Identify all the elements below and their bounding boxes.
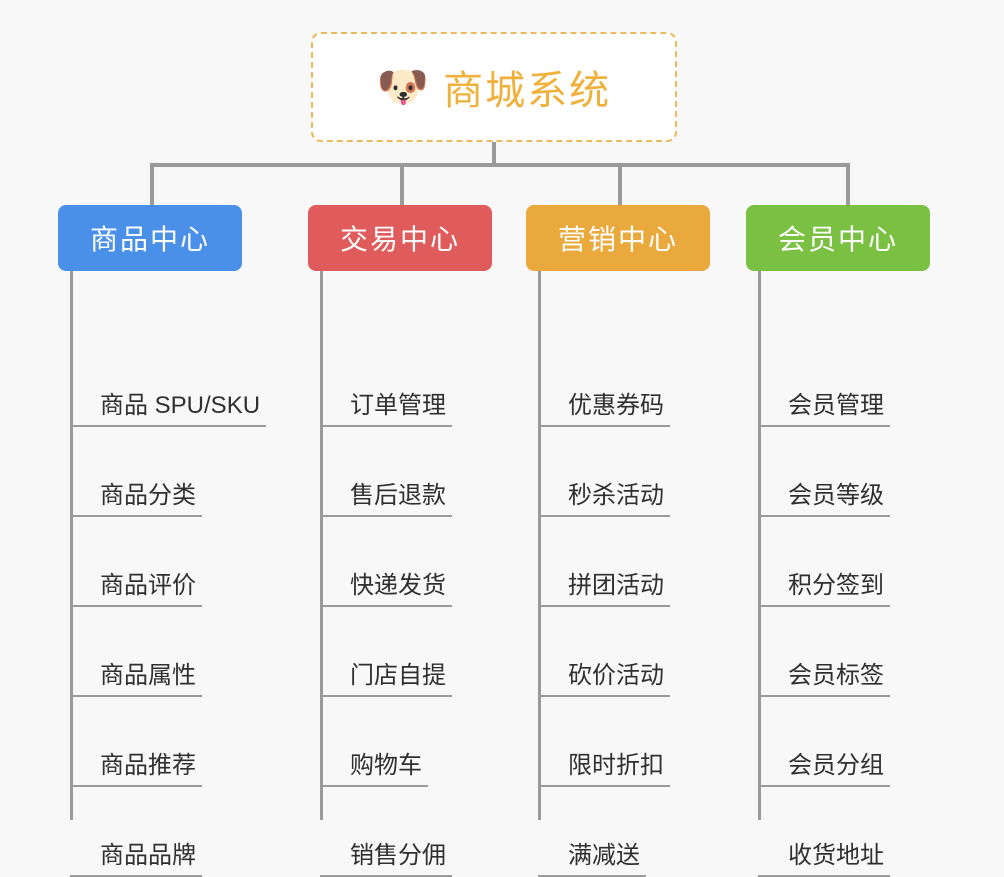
leaf-label: 购物车 [320,752,428,787]
leaf-item[interactable]: 会员管理 [758,337,890,427]
leaf-label: 会员等级 [758,482,890,517]
branch-column-trade: 交易中心 订单管理 售后退款 快递发货 门店自提 购物车 销售分佣 [308,205,492,877]
shiba-dog-icon: 🐶 [376,63,430,110]
connector-drop-3 [618,163,622,205]
leaf-label: 收货地址 [758,842,890,877]
leaf-label: 拼团活动 [538,572,670,607]
leaf-label: 商品评价 [70,572,202,607]
leaf-item[interactable]: 销售分佣 [320,787,452,877]
leaf-item[interactable]: 秒杀活动 [538,427,670,517]
branch-header-trade[interactable]: 交易中心 [308,205,492,271]
branch-spine-marketing [538,271,541,820]
leaf-label: 会员标签 [758,662,890,697]
leaf-label: 积分签到 [758,572,890,607]
leaf-label: 会员分组 [758,752,890,787]
leaf-item[interactable]: 砍价活动 [538,607,670,697]
branch-header-marketing[interactable]: 营销中心 [526,205,710,271]
leaf-item[interactable]: 积分签到 [758,517,890,607]
connector-drop-4 [846,163,850,205]
leaf-item[interactable]: 优惠券码 [538,337,670,427]
leaf-item[interactable]: 快递发货 [320,517,452,607]
leaf-label: 满减送 [538,842,646,877]
leaf-label: 砍价活动 [538,662,670,697]
leaf-item[interactable]: 商品属性 [70,607,202,697]
leaf-label: 门店自提 [320,662,452,697]
leaf-item[interactable]: 拼团活动 [538,517,670,607]
leaf-label: 商品属性 [70,662,202,697]
root-node[interactable]: 🐶 商城系统 [311,32,677,142]
branch-header-member[interactable]: 会员中心 [746,205,930,271]
leaf-label: 销售分佣 [320,842,452,877]
branch-header-label: 交易中心 [339,224,460,255]
leaf-item[interactable]: 商品分类 [70,427,202,517]
leaf-label: 商品推荐 [70,752,202,787]
leaf-label: 售后退款 [320,482,452,517]
leaf-item[interactable]: 收货地址 [758,787,890,877]
leaf-label: 会员管理 [758,392,890,427]
leaf-item[interactable]: 会员分组 [758,697,890,787]
connector-drop-2 [400,163,404,205]
mindmap-canvas: 🐶 商城系统 商品中心 商品 SPU/SKU 商品分类 商品评价 商品属性 商品… [58,32,930,877]
leaf-label: 限时折扣 [538,752,670,787]
branch-column-member: 会员中心 会员管理 会员等级 积分签到 会员标签 会员分组 收货地址 [746,205,930,877]
branch-spine-product [70,271,73,820]
connector-horizontal-bar [150,163,850,167]
leaf-item[interactable]: 会员标签 [758,607,890,697]
leaf-item[interactable]: 商品品牌 [70,787,202,877]
leaf-item[interactable]: 满减送 [538,787,646,877]
leaf-item[interactable]: 门店自提 [320,607,452,697]
leaf-item[interactable]: 商品 SPU/SKU [70,337,267,427]
leaf-item[interactable]: 限时折扣 [538,697,670,787]
leaf-label: 快递发货 [320,572,452,607]
connector-root-stem [492,142,496,165]
branch-header-label: 会员中心 [777,224,898,255]
leaf-label: 秒杀活动 [538,482,670,517]
leaf-item[interactable]: 售后退款 [320,427,452,517]
branch-spine-trade [320,271,323,820]
leaf-item[interactable]: 购物车 [320,697,428,787]
connector-drop-1 [150,163,154,205]
branch-column-product: 商品中心 商品 SPU/SKU 商品分类 商品评价 商品属性 商品推荐 商品品牌 [58,205,267,877]
branch-header-label: 营销中心 [557,224,678,255]
branch-spine-member [758,271,761,820]
leaf-item[interactable]: 商品评价 [70,517,202,607]
leaf-item[interactable]: 商品推荐 [70,697,202,787]
branch-header-label: 商品中心 [89,224,210,255]
leaf-label: 优惠券码 [538,392,670,427]
leaf-item[interactable]: 订单管理 [320,337,452,427]
leaf-label: 商品 SPU/SKU [70,392,267,427]
leaf-label: 商品分类 [70,482,202,517]
leaf-item[interactable]: 会员等级 [758,427,890,517]
branch-header-product[interactable]: 商品中心 [58,205,242,271]
leaf-label: 商品品牌 [70,842,202,877]
root-node-title: 商城系统 [443,69,612,113]
branch-column-marketing: 营销中心 优惠券码 秒杀活动 拼团活动 砍价活动 限时折扣 满减送 [526,205,710,877]
leaf-label: 订单管理 [320,392,452,427]
